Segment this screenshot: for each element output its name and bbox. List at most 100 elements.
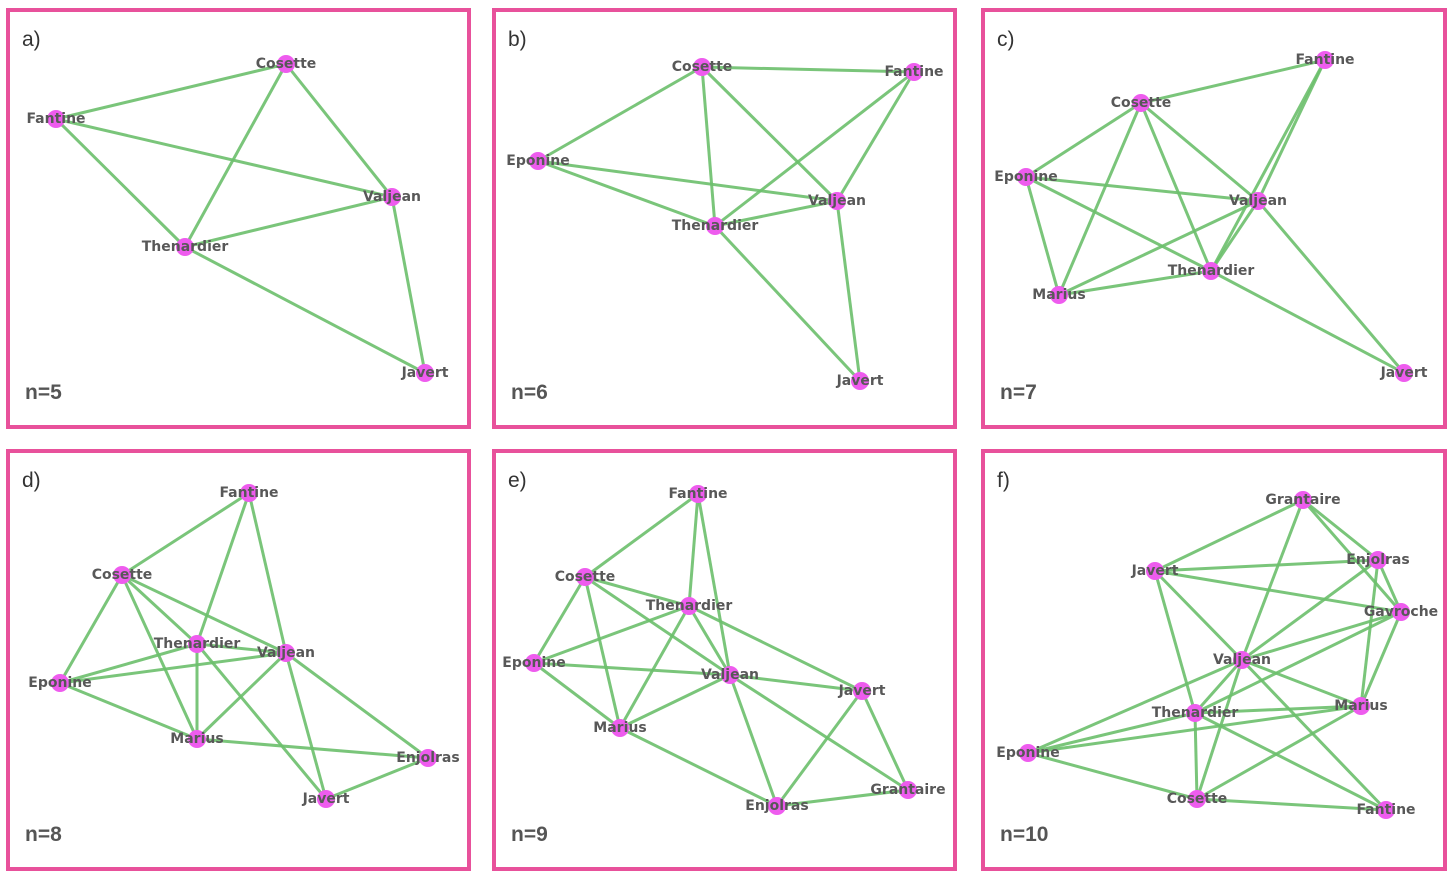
edge-valjean-marius xyxy=(619,673,731,730)
edge-cosette-eponine xyxy=(532,576,587,664)
node-label-enjolras: Enjolras xyxy=(745,798,808,814)
node-count-label: n=6 xyxy=(511,381,548,404)
edge-thenardier-javert xyxy=(184,245,426,375)
edge-cosette-valjean xyxy=(284,63,394,198)
edge-valjean-enjolras xyxy=(728,674,779,807)
edge-javert-enjolras xyxy=(775,690,864,807)
node-label-valjean: Valjean xyxy=(257,645,315,661)
edge-gavroche-valjean xyxy=(1241,610,1402,662)
node-label-gavroche: Gavroche xyxy=(1364,604,1438,620)
edge-enjolras-grantaire xyxy=(776,788,909,808)
edge-eponine-marius xyxy=(1024,176,1061,296)
edge-eponine-thenardier xyxy=(537,159,716,228)
edge-valjean-javert xyxy=(729,673,863,693)
edge-cosette-eponine xyxy=(537,65,703,163)
edge-fantine-valjean xyxy=(55,117,393,199)
node-label-eponine: Eponine xyxy=(502,655,565,671)
node-valjean xyxy=(721,666,739,684)
node-valjean xyxy=(277,644,295,662)
edge-valjean-thenardier xyxy=(1193,659,1244,714)
edges xyxy=(58,491,429,801)
edge-marius-enjolras xyxy=(619,726,778,808)
node-label-valjean: Valjean xyxy=(701,667,759,683)
panel-label: d) xyxy=(22,469,41,492)
node-label-fantine: Fantine xyxy=(668,486,727,502)
node-count-label: n=10 xyxy=(1000,823,1049,846)
edges xyxy=(532,492,910,808)
node-javert xyxy=(1395,364,1413,382)
edge-marius-eponine xyxy=(1027,704,1362,755)
node-cosette xyxy=(113,566,131,584)
edge-gavroche-marius xyxy=(1359,611,1403,707)
node-labels: GrantaireEnjolrasJavertGavrocheValjeanMa… xyxy=(996,492,1438,818)
edge-eponine-valjean xyxy=(533,661,731,677)
node-gavroche xyxy=(1392,603,1410,621)
node-label-javert: Javert xyxy=(838,683,886,699)
edge-thenardier-eponine xyxy=(533,604,690,665)
node-marius xyxy=(611,719,629,737)
network-graph: FantineCosetteThenardierValjeanEponineMa… xyxy=(28,484,460,808)
node-label-cosette: Cosette xyxy=(92,567,153,583)
node-enjolras xyxy=(768,797,786,815)
edge-grantaire-enjolras xyxy=(1302,498,1379,562)
node-fantine xyxy=(689,485,707,503)
node-labels: FantineCosetteThenardierValjeanEponineMa… xyxy=(28,485,459,807)
edge-fantine-cosette xyxy=(121,491,250,577)
node-labels: FantineCosetteThenardierEponineValjeanJa… xyxy=(502,486,945,814)
node-marius xyxy=(1352,697,1370,715)
nodes xyxy=(1017,51,1413,382)
edge-valjean-enjolras xyxy=(285,651,429,760)
edge-valjean-cosette xyxy=(1195,659,1244,800)
node-fantine xyxy=(1316,51,1334,69)
edge-enjolras-valjean xyxy=(1241,558,1379,662)
panel-label: a) xyxy=(22,28,41,51)
node-label-javert: Javert xyxy=(836,373,884,389)
network-graph: FantineCosetteEponineValjeanThenardierMa… xyxy=(994,51,1428,382)
edge-cosette-thenardier xyxy=(700,66,717,227)
node-javert xyxy=(1146,562,1164,580)
node-label-fantine: Fantine xyxy=(1356,802,1415,818)
nodes xyxy=(47,55,434,382)
node-thenardier xyxy=(706,217,724,235)
nodes xyxy=(529,58,923,390)
node-enjolras xyxy=(419,749,437,767)
node-javert xyxy=(851,372,869,390)
node-label-thenardier: Thenardier xyxy=(672,218,759,234)
node-label-cosette: Cosette xyxy=(1167,791,1228,807)
node-eponine xyxy=(51,674,69,692)
node-eponine xyxy=(525,654,543,672)
edge-cosette-marius xyxy=(1057,102,1143,296)
node-label-fantine: Fantine xyxy=(219,485,278,501)
node-label-thenardier: Thenardier xyxy=(142,239,229,255)
node-label-javert: Javert xyxy=(302,791,350,807)
edge-thenardier-marius xyxy=(618,605,691,729)
edge-fantine-thenardier xyxy=(195,492,251,645)
node-label-marius: Marius xyxy=(593,720,646,736)
edge-fantine-valjean xyxy=(247,492,288,654)
node-fantine xyxy=(1377,801,1395,819)
edge-fantine-thenardier xyxy=(54,117,187,249)
node-grantaire xyxy=(1294,491,1312,509)
node-label-enjolras: Enjolras xyxy=(396,750,459,766)
nodes xyxy=(1019,491,1410,819)
node-label-marius: Marius xyxy=(1334,698,1387,714)
node-label-javert: Javert xyxy=(1380,365,1428,381)
node-label-eponine: Eponine xyxy=(996,745,1059,761)
node-thenardier xyxy=(176,238,194,256)
edges xyxy=(1024,58,1406,375)
edge-thenardier-javert xyxy=(713,224,862,383)
edge-enjolras-javert xyxy=(325,756,429,801)
edge-eponine-valjean xyxy=(537,159,838,203)
edge-eponine-marius xyxy=(59,681,198,741)
node-label-thenardier: Thenardier xyxy=(1168,263,1255,279)
edge-cosette-eponine xyxy=(58,574,124,684)
edge-enjolras-marius xyxy=(1359,559,1380,707)
edge-marius-cosette xyxy=(1196,704,1362,801)
edge-fantine-cosette xyxy=(584,492,699,579)
edge-marius-enjolras xyxy=(196,737,429,760)
